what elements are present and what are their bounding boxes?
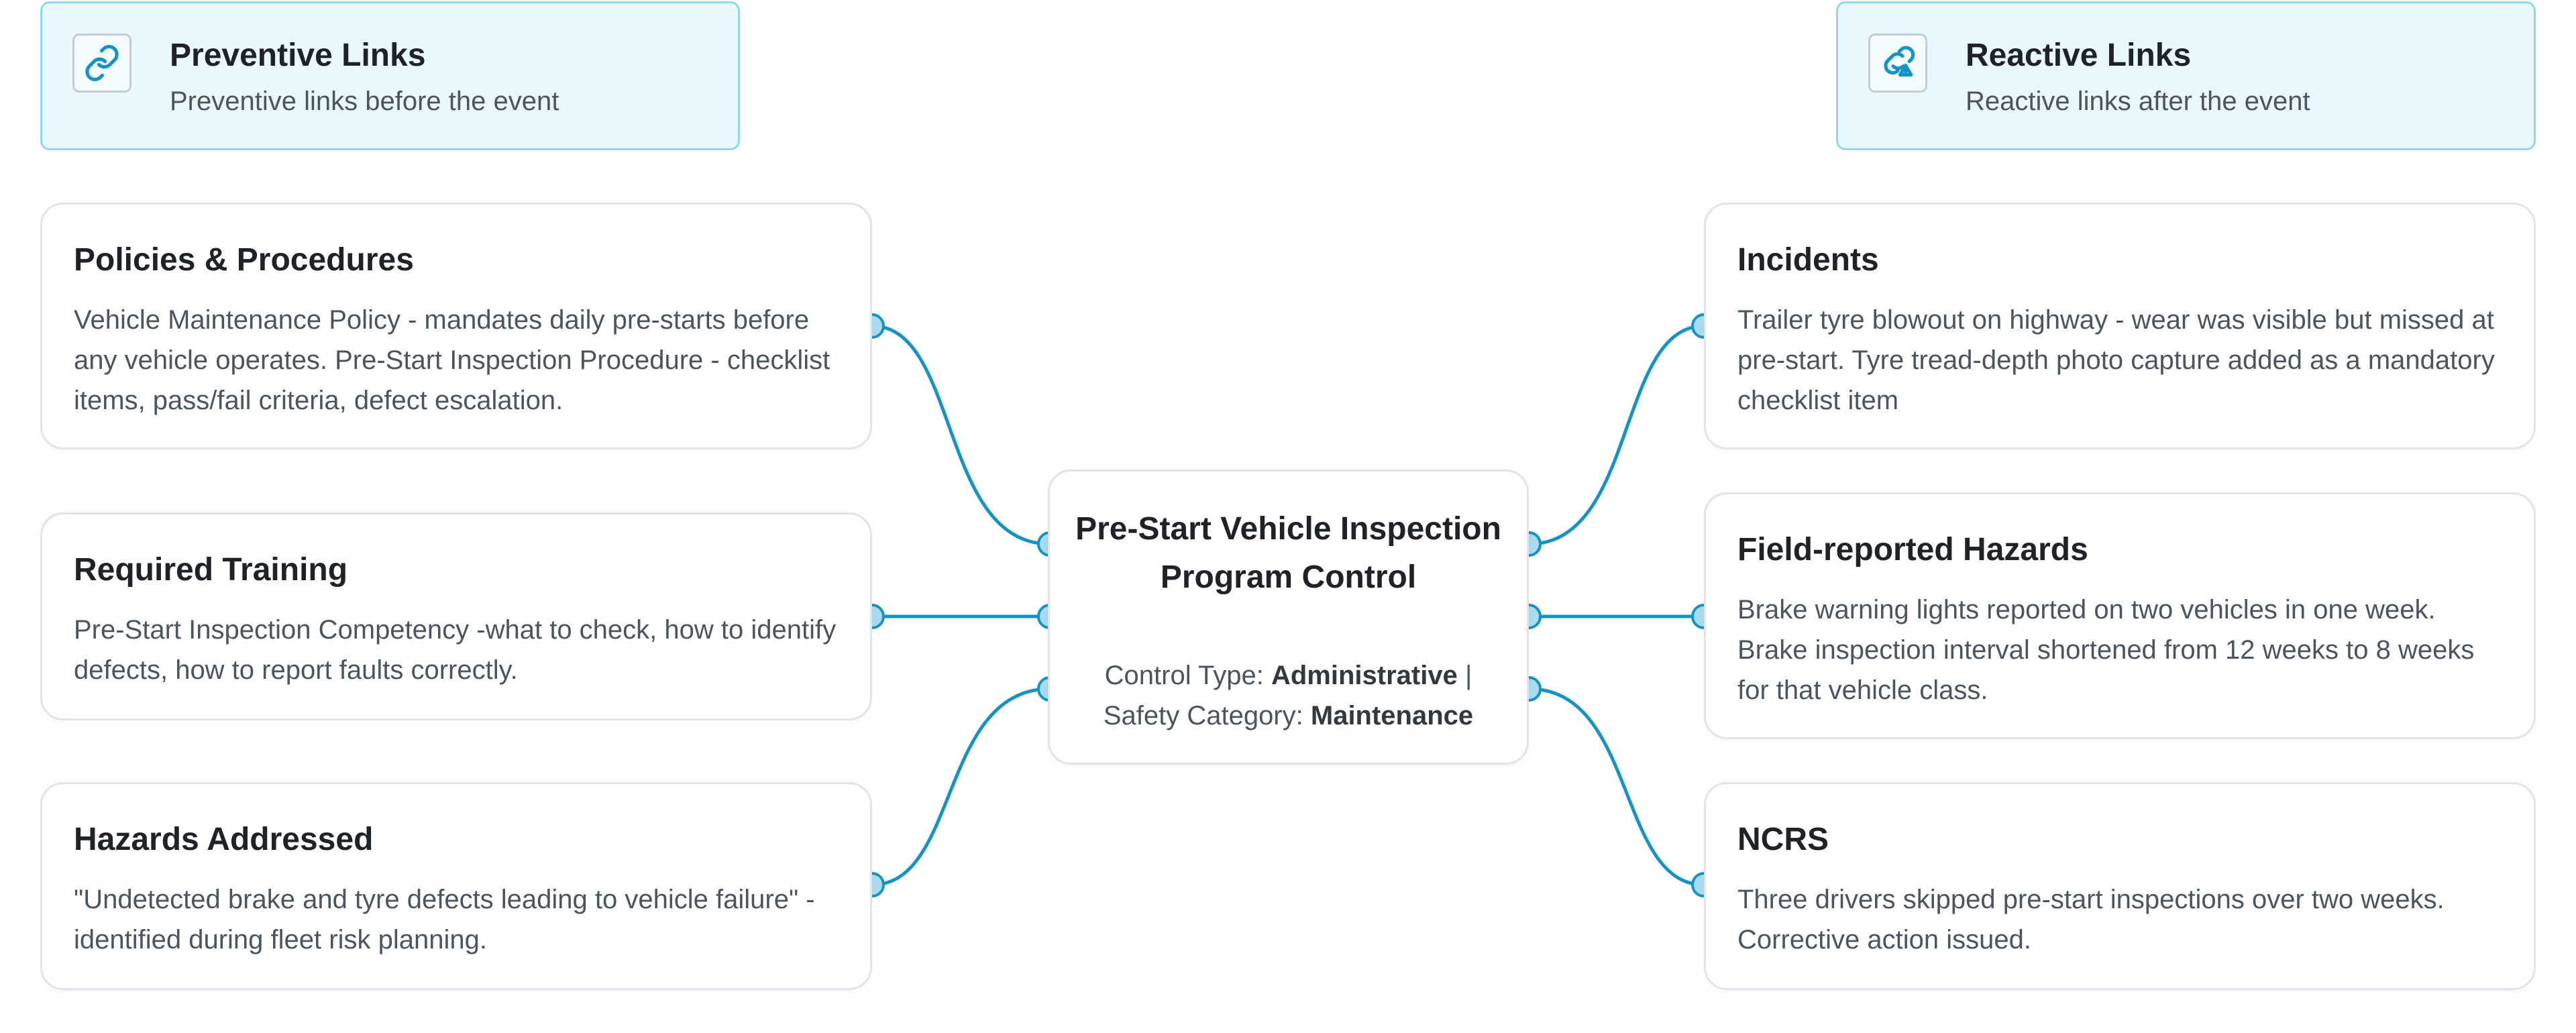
- card-body: "Undetected brake and tyre defects leadi…: [74, 885, 815, 955]
- broken-link-warning-icon: [1868, 34, 1927, 93]
- card-title: Incidents: [1737, 242, 1879, 278]
- card-body: Vehicle Maintenance Policy - mandates da…: [74, 305, 830, 415]
- reactive-links-header: Reactive Links Reactive links after the …: [1836, 1, 2536, 150]
- link-icon: [72, 34, 131, 93]
- preventive-links-header: Preventive Links Preventive links before…: [40, 1, 740, 150]
- card-body: Trailer tyre blowout on highway - wear w…: [1737, 305, 2495, 415]
- card-body: Three drivers skipped pre-start inspecti…: [1737, 885, 2445, 955]
- card-field-reported-hazards: Field-reported Hazards Brake warning lig…: [1704, 492, 2536, 739]
- card-title: Field-reported Hazards: [1737, 532, 2088, 567]
- connector-policies: [871, 324, 1051, 546]
- safety-category-label: Safety Category:: [1103, 701, 1303, 730]
- preventive-links-title: Preventive Links: [170, 38, 426, 73]
- card-title: Policies & Procedures: [74, 242, 414, 278]
- card-hazards-addressed: Hazards Addressed "Undetected brake and …: [40, 782, 872, 990]
- card-title: Required Training: [74, 552, 348, 588]
- card-required-training: Required Training Pre-Start Inspection C…: [40, 512, 872, 720]
- control-meta: Control Type: Administrative | Safety Ca…: [1063, 655, 1513, 736]
- control-type-label: Control Type:: [1104, 661, 1264, 690]
- control-title: Pre-Start Vehicle Inspection Program Con…: [1075, 511, 1501, 595]
- card-title: NCRS: [1737, 822, 1829, 857]
- card-title: Hazards Addressed: [74, 822, 374, 857]
- card-body: Pre-Start Inspection Competency -what to…: [74, 615, 837, 685]
- card-ncrs: NCRS Three drivers skipped pre-start ins…: [1704, 782, 2536, 990]
- connector-hazards: [871, 687, 1051, 887]
- meta-separator: |: [1464, 661, 1472, 690]
- connector-ncrs: [1528, 687, 1705, 887]
- reactive-links-subtitle: Reactive links after the event: [1966, 87, 2310, 116]
- card-body: Brake warning lights reported on two veh…: [1737, 595, 2475, 705]
- preventive-links-subtitle: Preventive links before the event: [170, 87, 559, 116]
- connector-incidents: [1528, 324, 1705, 546]
- card-incidents: Incidents Trailer tyre blowout on highwa…: [1704, 203, 2536, 449]
- card-policies-procedures: Policies & Procedures Vehicle Maintenanc…: [40, 203, 872, 449]
- control-type-value: Administrative: [1271, 661, 1458, 690]
- center-control-card: Pre-Start Vehicle Inspection Program Con…: [1048, 470, 1529, 765]
- reactive-links-title: Reactive Links: [1966, 38, 2192, 73]
- safety-category-value: Maintenance: [1310, 701, 1474, 730]
